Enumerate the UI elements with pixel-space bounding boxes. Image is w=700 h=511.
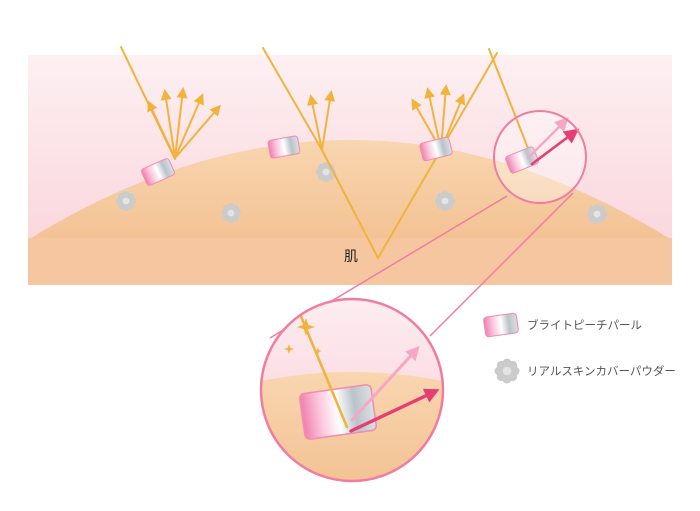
sparkle-icon <box>284 344 294 354</box>
legend-label-powder: リアルスキンカバーパウダー <box>527 364 676 378</box>
reflected-ray <box>160 89 176 159</box>
incoming-light-ray <box>488 48 534 162</box>
reflected-ray <box>147 100 176 159</box>
pearl-swatch-icon <box>482 312 520 338</box>
sparkle-icon <box>297 318 315 336</box>
reflected-ray <box>174 87 188 159</box>
reflected-ray <box>321 90 336 151</box>
pearl-reflection-arrow-deep <box>530 128 580 166</box>
pearl-particle-zoomed <box>299 384 377 440</box>
penetrating-light-ray <box>321 52 498 261</box>
light-ray-2-group <box>262 47 498 261</box>
skin-lower-band <box>28 238 672 285</box>
pearl-reflection-arrow-light <box>350 346 420 422</box>
light-ray-1-group <box>120 46 221 160</box>
powder-flower-icon <box>435 191 455 211</box>
reflected-ray <box>174 93 204 159</box>
powder-flower-icon <box>116 191 136 211</box>
zoomed-circle-outline <box>259 297 445 483</box>
reflected-ray <box>307 94 323 151</box>
powder-flower-icon <box>587 204 607 224</box>
reflected-ray <box>174 104 221 159</box>
pearl-reflection-arrow-deep <box>349 388 440 433</box>
pearl-reflection-arrow-light <box>526 117 569 160</box>
incoming-light-ray <box>262 47 323 151</box>
powder-flower-icon <box>494 358 520 384</box>
zoomed-view-contents <box>261 299 443 481</box>
legend: ブライトピーチパール リアルスキンカバーパウダー <box>482 312 676 384</box>
magnifier-circle-outline <box>493 110 587 204</box>
sparkle-icon <box>314 347 322 355</box>
legend-label-pearl: ブライトピーチパール <box>527 318 642 332</box>
powder-flower-icon <box>221 203 241 223</box>
skin-label: 肌 <box>344 249 358 265</box>
magnifier-connector-line <box>429 192 574 337</box>
